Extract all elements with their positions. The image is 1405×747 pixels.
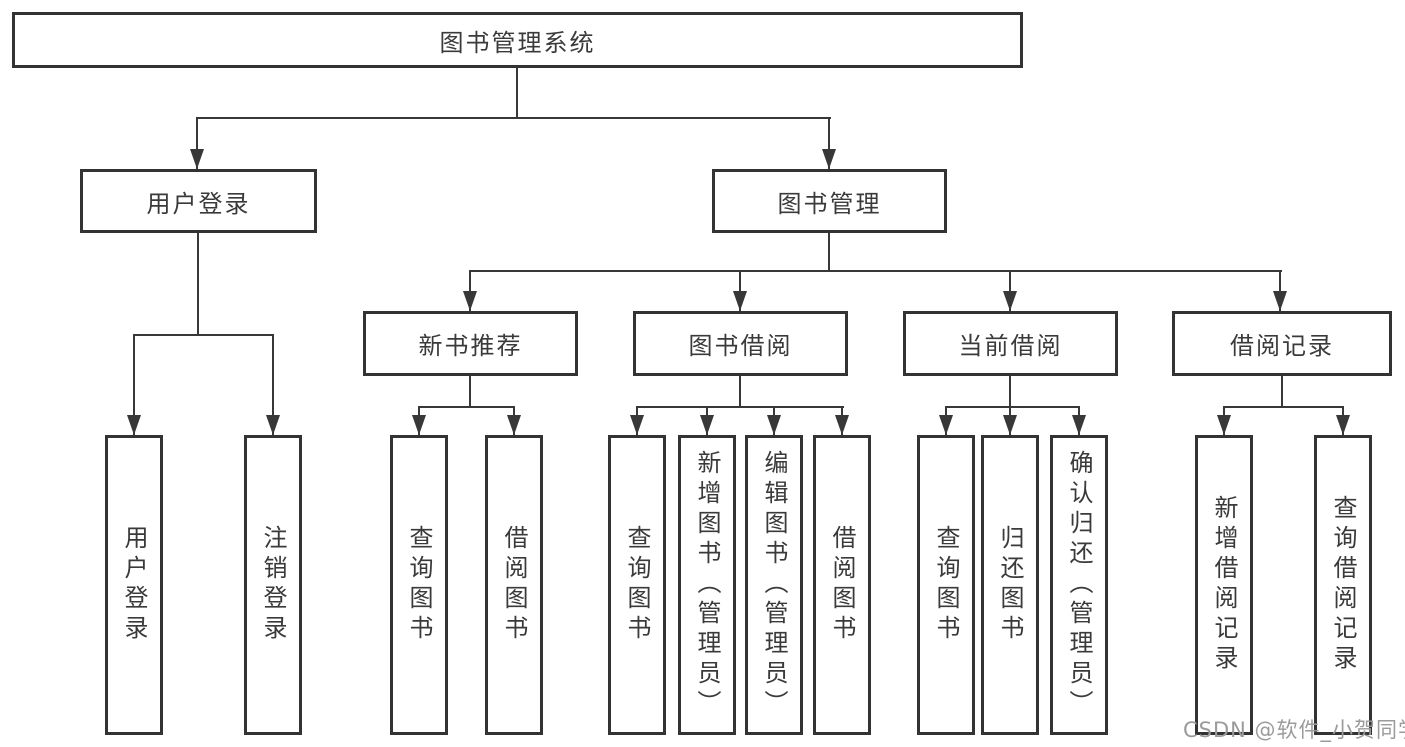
arrowhead-icon [463,291,477,311]
leaf-label: 新增图书（管理员） [693,450,721,720]
leaf-add-books-admin: 新增图书（管理员） [678,435,736,735]
arrowhead-icon [266,415,280,435]
node-book-borrow: 图书借阅 [633,311,848,376]
leaf-label: 借阅图书 [828,525,856,645]
connector-vline [1281,376,1283,408]
arrowhead-icon [700,415,714,435]
connector-hline [945,406,1080,408]
connector-hline [196,117,831,119]
leaf-label: 编辑图书（管理员） [760,450,788,720]
watermark: CSDN @软件_小贺同学 [1183,718,1405,742]
connector-vline [196,117,198,169]
connector-hline [133,334,274,336]
arrowhead-icon [630,415,644,435]
leaf-label: 查询图书 [405,525,433,645]
leaf-edit-books-admin: 编辑图书（管理员） [745,435,803,735]
arrowhead-icon [767,415,781,435]
arrowhead-icon [822,149,836,169]
arrowhead-icon [1336,415,1350,435]
connector-vline [1009,376,1011,408]
connector-vline [272,334,274,435]
arrowhead-icon [190,149,204,169]
connector-hline [418,406,515,408]
connector-vline [133,334,135,435]
connector-vline [469,270,471,311]
arrowhead-icon [835,415,849,435]
connector-vline [516,68,518,118]
leaf-label: 归还图书 [996,525,1024,645]
connector-hline [1223,406,1344,408]
leaf-borrow-books-1: 借阅图书 [485,435,543,735]
leaf-borrow-books-2: 借阅图书 [813,435,871,735]
connector-vline [828,233,830,271]
leaf-label: 查询借阅记录 [1329,495,1357,675]
node-current-borrow: 当前借阅 [903,311,1118,376]
node-user-login: 用户登录 [80,169,317,233]
arrowhead-icon [1072,415,1086,435]
leaf-return-books: 归还图书 [981,435,1039,735]
leaf-query-books-3: 查询图书 [917,435,975,735]
leaf-query-books-1: 查询图书 [390,435,448,735]
leaf-label: 查询图书 [932,525,960,645]
leaf-label: 新增借阅记录 [1210,495,1238,675]
arrowhead-icon [1003,415,1017,435]
arrowhead-icon [1217,415,1231,435]
arrowhead-icon [507,415,521,435]
connector-vline [739,376,741,408]
leaf-label: 注销登录 [259,525,287,645]
leaf-query-books-2: 查询图书 [608,435,666,735]
arrowhead-icon [733,291,747,311]
arrowhead-icon [1003,291,1017,311]
leaf-label: 确认归还（管理员） [1065,450,1093,720]
connector-vline [828,117,830,169]
arrowhead-icon [412,415,426,435]
leaf-label: 查询图书 [623,525,651,645]
connector-vline [469,376,471,408]
connector-vline [197,233,199,335]
leaf-label: 用户登录 [120,525,148,645]
node-new-book-recommend: 新书推荐 [363,311,578,376]
connector-hline [469,270,1282,272]
leaf-label: 借阅图书 [500,525,528,645]
leaf-logout: 注销登录 [244,435,302,735]
leaf-query-borrow-record: 查询借阅记录 [1314,435,1372,735]
connector-vline [739,270,741,311]
leaf-add-borrow-record: 新增借阅记录 [1195,435,1253,735]
arrowhead-icon [127,415,141,435]
connector-hline [636,406,844,408]
arrowhead-icon [939,415,953,435]
node-borrow-records: 借阅记录 [1172,311,1392,376]
leaf-user-login: 用户登录 [105,435,163,735]
connector-vline [1009,270,1011,311]
node-root: 图书管理系统 [12,12,1023,68]
connector-vline [1279,270,1281,311]
arrowhead-icon [1273,291,1287,311]
node-book-management: 图书管理 [712,169,947,233]
leaf-confirm-return-admin: 确认归还（管理员） [1050,435,1108,735]
